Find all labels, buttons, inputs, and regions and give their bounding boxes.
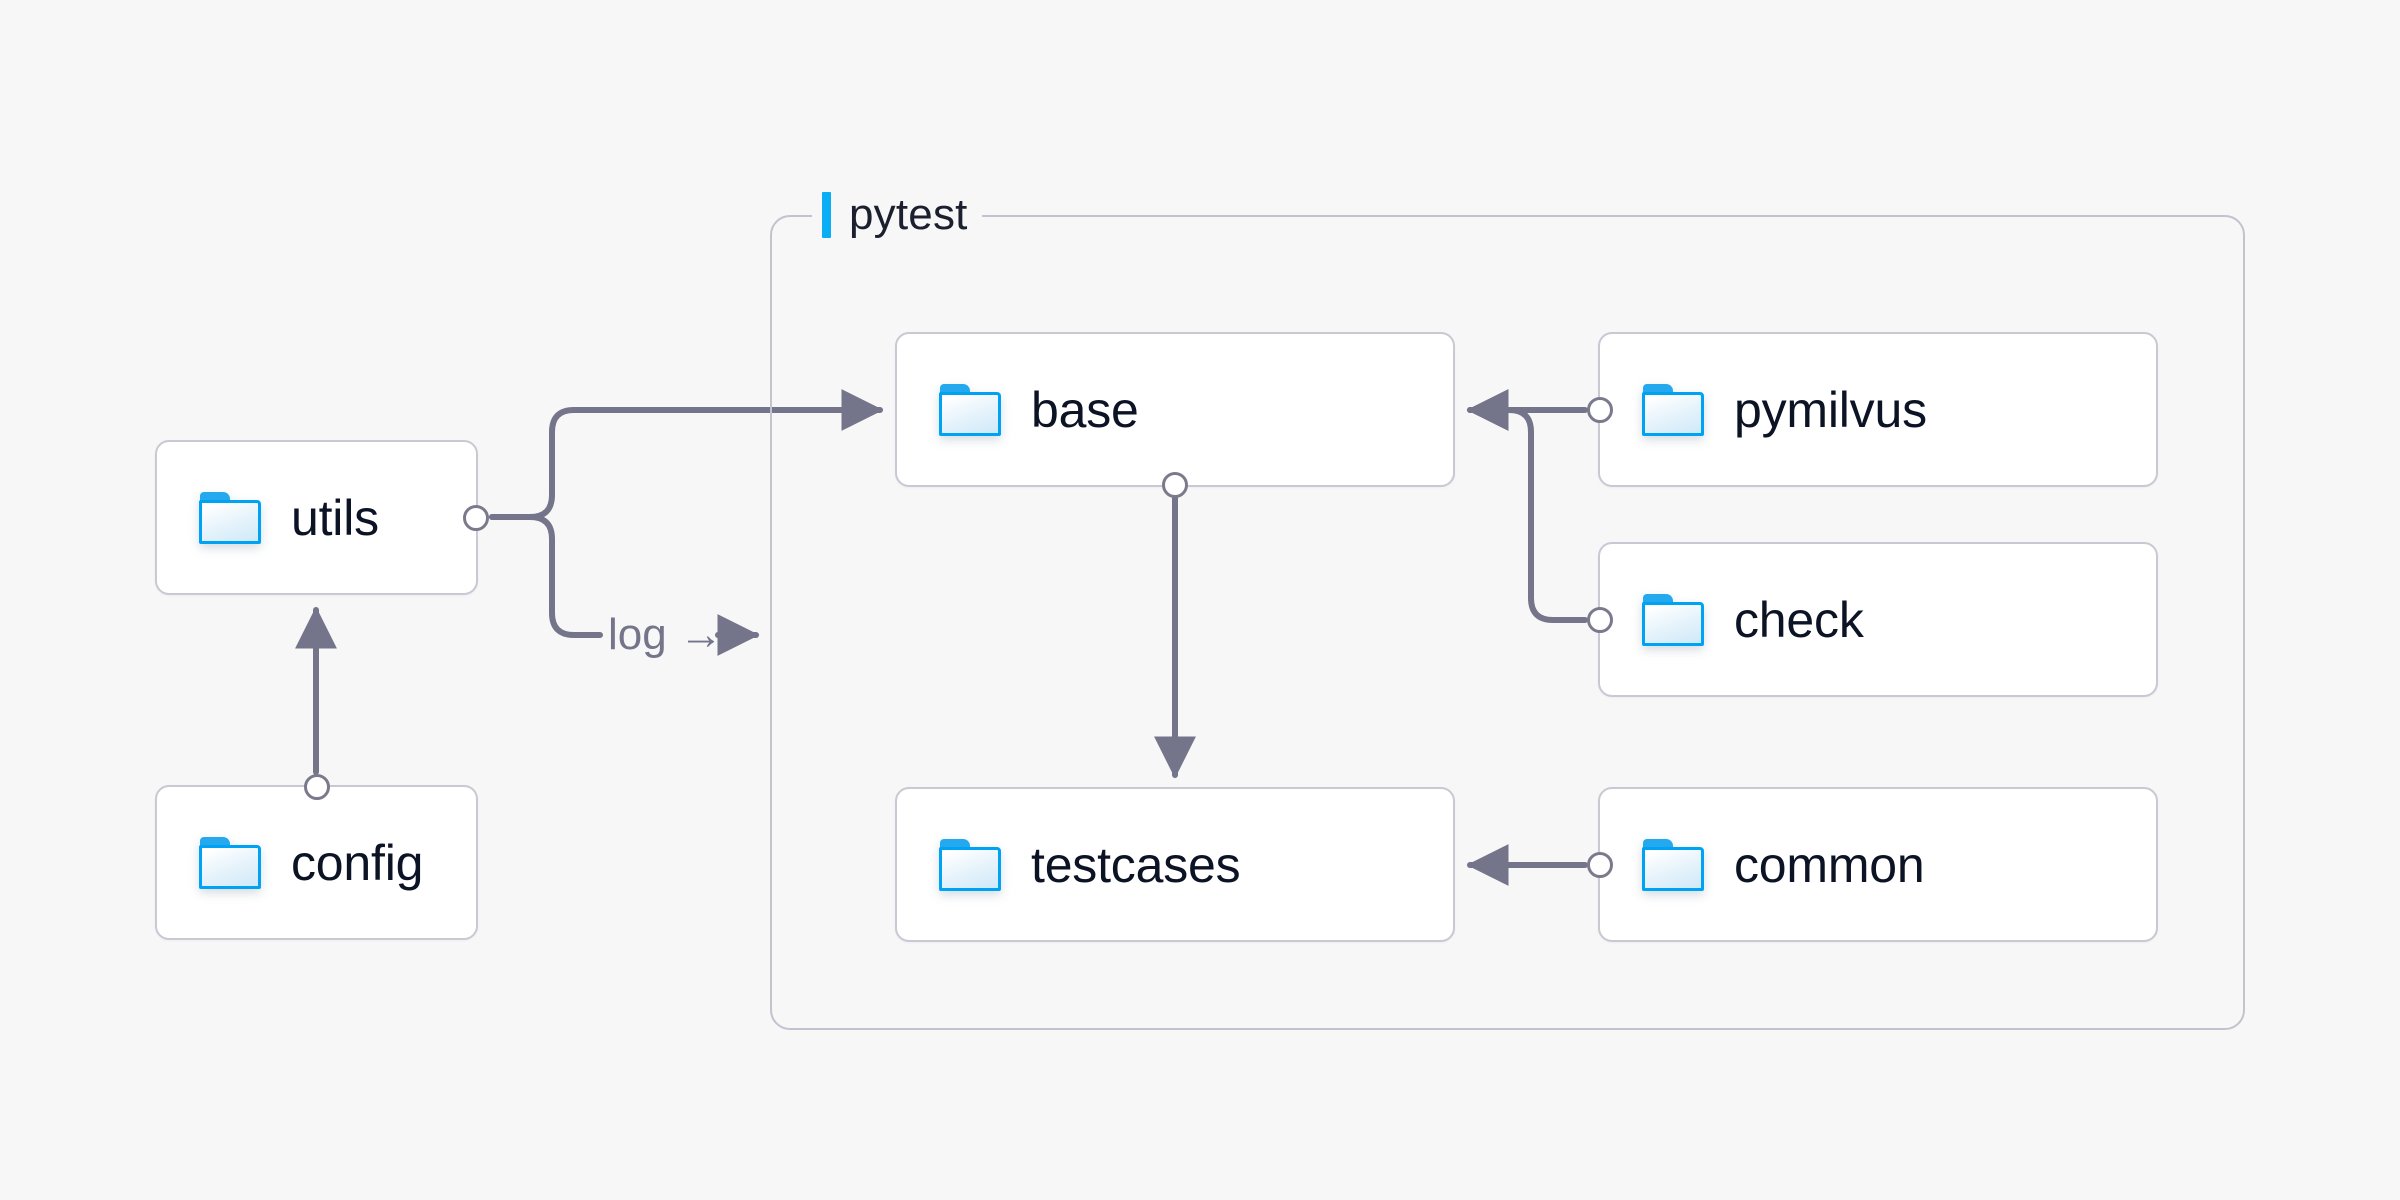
port-base-bottom[interactable] [1162,472,1188,498]
node-check[interactable]: check [1587,542,2158,697]
folder-icon [1642,838,1704,891]
node-testcases[interactable]: testcases [895,787,1455,942]
node-testcases-content: testcases [897,836,1241,894]
folder-icon [199,491,261,544]
node-testcases-label: testcases [1031,836,1241,893]
port-common-left[interactable] [1587,851,1613,878]
pytest-group-label: pytest [812,187,982,243]
folder-icon [199,836,261,889]
node-config-label: config [291,834,424,891]
node-base-label: base [1031,381,1139,438]
node-common-content: common [1600,836,1925,894]
folder-icon [939,383,1001,436]
node-check-content: check [1600,591,1864,649]
node-config-content: config [157,834,423,892]
node-pymilvus[interactable]: pymilvus [1587,332,2158,487]
node-config[interactable]: config [155,774,478,940]
node-utils[interactable]: utils [155,440,489,595]
node-common[interactable]: common [1587,787,2158,942]
port-utils-right[interactable] [463,504,489,531]
edge-label-log: log → [608,610,723,659]
node-common-label: common [1734,836,1925,893]
folder-icon [939,838,1001,891]
node-pymilvus-label: pymilvus [1734,381,1927,438]
node-base-content: base [897,381,1139,439]
node-utils-label: utils [291,489,379,546]
node-check-label: check [1734,591,1864,648]
node-pymilvus-content: pymilvus [1600,381,1927,439]
port-pymilvus-left[interactable] [1587,396,1613,423]
node-base[interactable]: base [895,332,1455,498]
group-label-text: pytest [849,190,968,239]
folder-icon [1642,383,1704,436]
folder-icon [1642,593,1704,646]
accent-bar-icon [822,192,831,238]
port-config-top[interactable] [303,774,330,800]
node-utils-content: utils [157,489,379,547]
port-check-left[interactable] [1587,606,1613,633]
pytest-group-frame[interactable] [770,215,2245,1030]
